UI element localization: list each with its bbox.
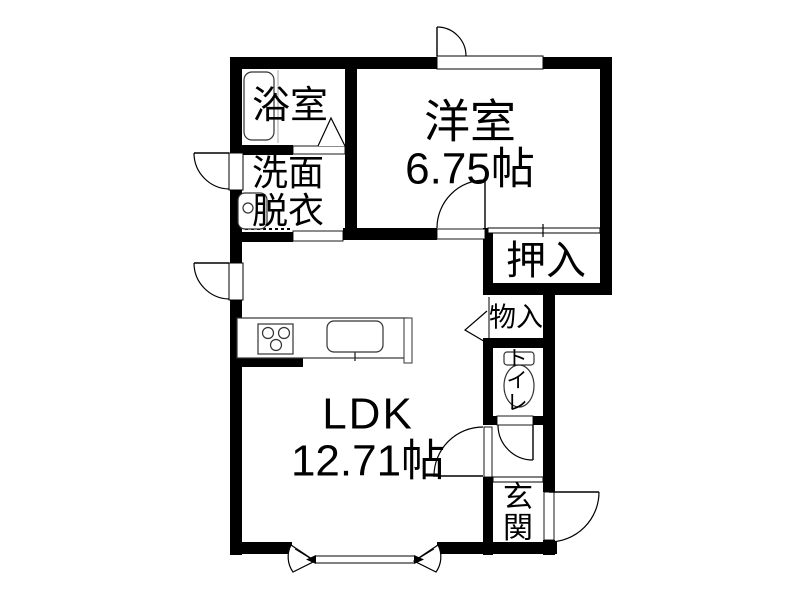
- ldk-name: LDK: [322, 389, 414, 439]
- wall-top: [230, 57, 612, 69]
- bathroom-label: 浴室: [251, 84, 329, 127]
- western-room-name: 洋室: [423, 95, 516, 148]
- door-storage-bifold: [463, 297, 490, 344]
- door-toilet: [496, 415, 534, 461]
- wall-column-right: [543, 295, 555, 492]
- door-entrance: [543, 491, 600, 543]
- kitchen-sink-icon: [326, 320, 384, 361]
- ldk-size: 12.71帖: [290, 436, 446, 485]
- window-fan-left: [287, 544, 317, 573]
- fixtures: [236, 70, 535, 408]
- door-washroom-opening: [292, 230, 344, 242]
- wall-bath-east-column: [345, 57, 357, 240]
- window-western-top: [436, 26, 544, 70]
- entrance-label: 玄関: [503, 480, 533, 545]
- door-western-room: [436, 179, 486, 240]
- wall-mid-west: [230, 232, 293, 242]
- wall-toilet-bottom-west-stub: [483, 416, 497, 425]
- wall-bottom-east: [437, 542, 557, 554]
- window-sash-end-right: [414, 555, 424, 564]
- wall-bath-divider: [230, 145, 293, 155]
- closet-label: 押入: [506, 238, 586, 283]
- wall-right: [600, 57, 612, 295]
- door-ldk-hall: [433, 426, 493, 478]
- window-ldk-bottom: [287, 544, 442, 573]
- wall-ldk-hall-upper: [483, 228, 493, 295]
- western-room-label: 洋室 6.75帖: [405, 97, 535, 192]
- wall-storage-toilet-divider: [483, 338, 545, 348]
- washroom-label-line1: 洗面: [251, 151, 325, 193]
- entrance-step-line: [492, 476, 544, 483]
- washroom-label: 洗面 脱衣: [251, 151, 325, 231]
- wall-closet-bottom: [483, 283, 612, 295]
- doors: [245, 116, 601, 543]
- window-washroom-left: [193, 152, 244, 191]
- western-room-size: 6.75帖: [405, 144, 535, 194]
- window-fan-right: [412, 544, 442, 573]
- window-sash-end-left: [306, 555, 316, 564]
- washroom-label-line2: 脱衣: [251, 190, 325, 231]
- wall-left: [230, 57, 242, 555]
- door-closet-sliding: [487, 224, 601, 237]
- door-bathroom-folding: [292, 116, 346, 155]
- ldk-label: LDK 12.71帖: [291, 391, 445, 484]
- bathtub-icon: [243, 70, 279, 143]
- wall-bottom-west: [230, 542, 292, 554]
- toilet-label: トイレ: [506, 347, 528, 414]
- washing-machine-icon: [237, 192, 268, 230]
- toilet-bowl-icon: [503, 351, 535, 408]
- storage-label: 物入: [489, 302, 543, 333]
- wall-mid-center: [343, 228, 437, 240]
- wall-entrance-left: [483, 477, 493, 555]
- window-ldk-left: [193, 262, 244, 301]
- wall-kitchen-half: [230, 356, 303, 367]
- wall-toilet-left: [483, 348, 493, 416]
- wall-toilet-bottom-east-stub: [533, 416, 545, 425]
- range-burners-icon: [257, 323, 294, 355]
- window-sash: [314, 555, 416, 564]
- windows: [193, 26, 544, 573]
